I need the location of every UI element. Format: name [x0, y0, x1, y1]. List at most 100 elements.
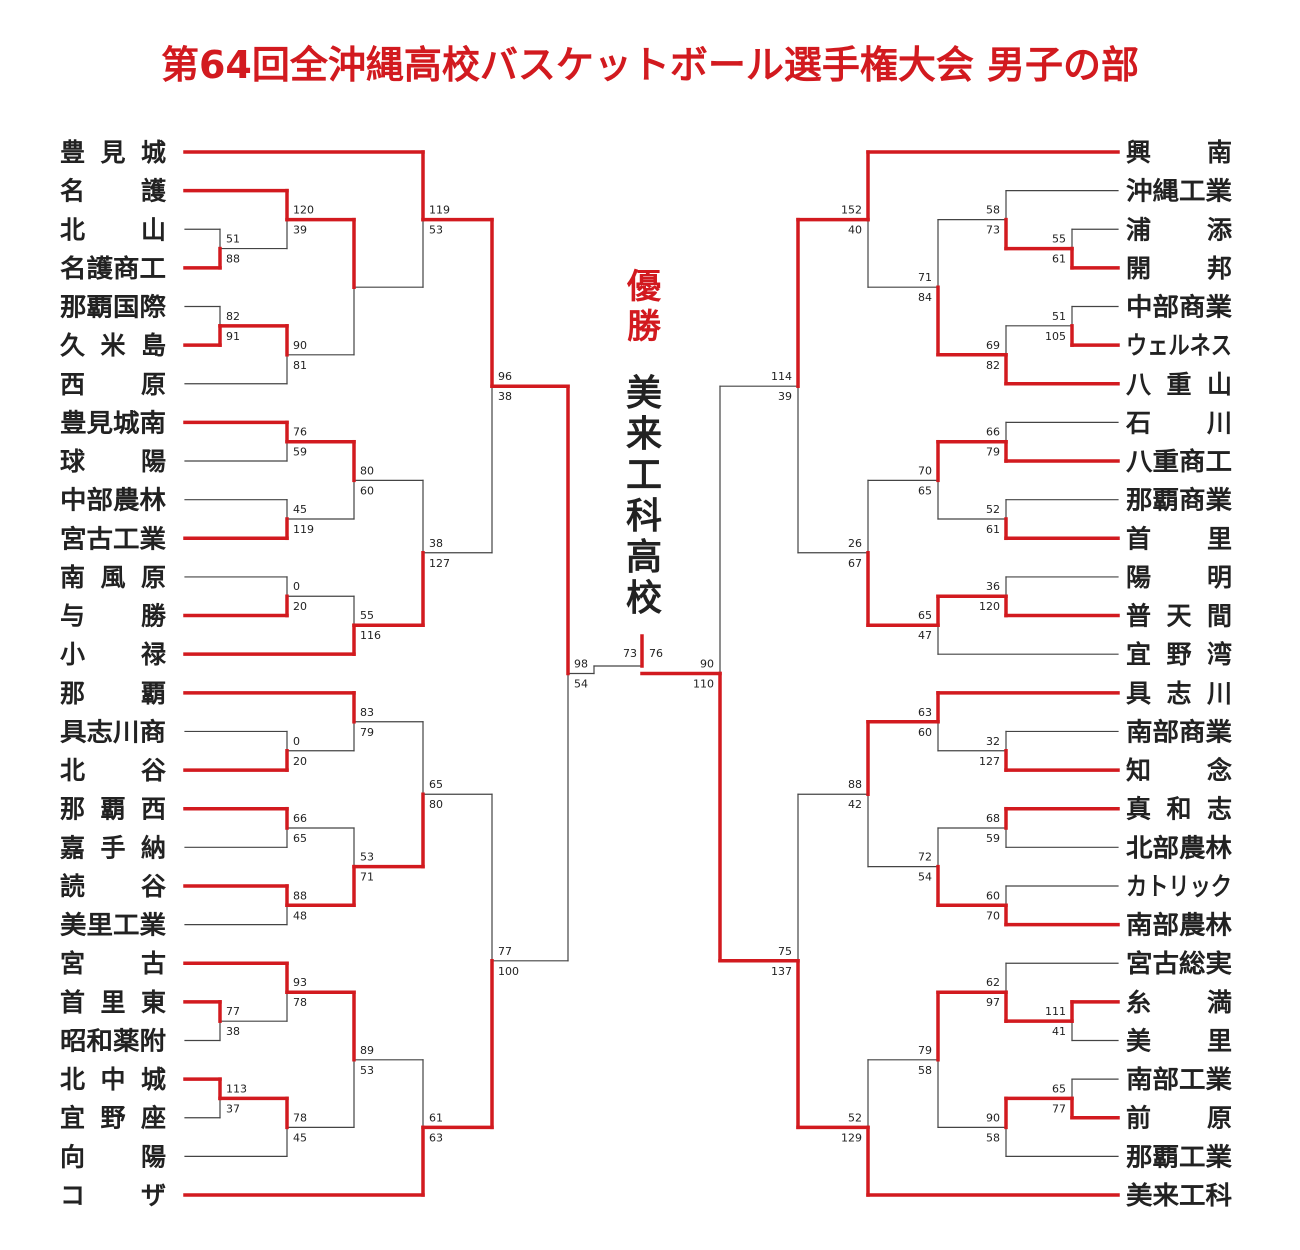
score-label: 60: [918, 726, 932, 739]
right-team-name: 北部農林: [1126, 833, 1232, 862]
score-label: 90: [700, 658, 714, 671]
score-label: 97: [986, 996, 1000, 1009]
left-team-name-char: 読: [60, 872, 85, 901]
left-team-name-char: 手: [101, 833, 126, 862]
score-label: 55: [1052, 233, 1066, 246]
score-label: 120: [979, 600, 1000, 613]
score-label: 71: [360, 871, 374, 884]
score-label: 69: [986, 339, 1000, 352]
left-team-name-char: 久: [60, 331, 85, 360]
score-label: 77: [1052, 1102, 1066, 1115]
score-label: 36: [986, 580, 1000, 593]
score-label: 82: [986, 359, 1000, 372]
left-team-name: 美里工業: [60, 911, 166, 940]
right-team-name: 那覇商業: [1126, 486, 1232, 515]
score-label: 61: [429, 1111, 443, 1124]
right-team-name-char: 野: [1167, 640, 1192, 669]
right-team-name-char: 重: [1167, 370, 1192, 399]
champion-label: 優勝: [626, 267, 662, 347]
champion-name-char: 科: [626, 496, 662, 537]
score-label: 38: [498, 390, 512, 403]
right-team-name-char: 普: [1126, 602, 1151, 631]
left-team-name-char: 陽: [141, 1142, 166, 1171]
score-label: 65: [918, 609, 932, 622]
score-label: 127: [429, 557, 450, 570]
right-team-name-char: 間: [1207, 602, 1232, 631]
score-label: 78: [293, 996, 307, 1009]
score-label: 119: [293, 523, 314, 536]
left-team-name-char: 城: [141, 1065, 166, 1094]
left-team-name: 那覇国際: [60, 293, 166, 322]
score-label: 54: [918, 871, 932, 884]
left-team-name-char: 納: [141, 833, 166, 862]
score-label: 68: [986, 812, 1000, 825]
score-label: 98: [574, 658, 588, 671]
score-label: 40: [848, 224, 862, 237]
right-team-name-char: 開: [1126, 254, 1151, 283]
champion-name-char: 校: [626, 578, 662, 619]
score-label: 88: [848, 778, 862, 791]
left-team-name-char: 谷: [141, 872, 167, 901]
right-team-name-char: 山: [1207, 370, 1232, 399]
score-label: 78: [293, 1111, 307, 1124]
page-title: 第64回全沖縄高校バスケットボール選手権大会 男子の部: [161, 43, 1139, 87]
left-team-name-char: 北: [60, 756, 85, 785]
score-label: 120: [293, 204, 314, 217]
left-team-name-char: 禄: [141, 640, 167, 669]
right-team-name-char: 真: [1126, 795, 1151, 824]
score-label: 62: [986, 976, 1000, 989]
score-label: 81: [293, 359, 307, 372]
score-label: 38: [429, 537, 443, 550]
score-label: 71: [918, 271, 932, 284]
score-label: 39: [293, 224, 307, 237]
score-label: 0: [293, 735, 300, 748]
left-team-name: 具志川商: [60, 717, 166, 746]
score-label: 111: [1045, 1005, 1066, 1018]
left-team-name-char: 城: [141, 138, 166, 167]
left-team-name-char: 野: [101, 1104, 126, 1133]
right-team-name: 沖縄工業: [1126, 177, 1232, 206]
left-team-name-char: 覇: [101, 795, 126, 824]
score-label: 51: [1052, 310, 1066, 323]
score-label: 152: [841, 204, 862, 217]
score-label: 58: [986, 1131, 1000, 1144]
score-label: 61: [1052, 253, 1066, 266]
score-label: 54: [574, 678, 588, 691]
score-label: 42: [848, 798, 862, 811]
champion-label-char: 優: [626, 267, 662, 307]
score-label: 53: [429, 224, 443, 237]
right-team-name-char: 念: [1207, 756, 1232, 785]
left-team-name-char: 宜: [60, 1104, 85, 1133]
score-label: 90: [293, 339, 307, 352]
left-team-name-char: 北: [60, 215, 85, 244]
score-label: 39: [778, 390, 792, 403]
left-team-name-char: 西: [141, 795, 166, 824]
score-label: 76: [293, 426, 307, 439]
left-team-name-char: ザ: [141, 1181, 166, 1210]
score-label: 45: [293, 1131, 307, 1144]
score-label: 59: [293, 446, 307, 459]
right-team-name: 那覇工業: [1126, 1142, 1232, 1171]
right-team-name-char: 前: [1126, 1104, 1151, 1133]
score-label: 84: [918, 291, 932, 304]
left-team-name-char: 勝: [141, 602, 167, 631]
score-label: 67: [848, 557, 862, 570]
right-team-name-char: 川: [1207, 679, 1232, 708]
right-team-name: 宮古総実: [1126, 949, 1232, 978]
right-team-name-char: 陽: [1126, 563, 1151, 592]
score-label: 79: [986, 446, 1000, 459]
score-label: 70: [918, 464, 932, 477]
score-label: 88: [293, 889, 307, 902]
score-label: 53: [360, 1064, 374, 1077]
left-team-name-char: 豊: [60, 138, 85, 167]
score-label: 72: [918, 851, 932, 864]
score-label: 63: [429, 1131, 443, 1144]
right-team-name: 中部商業: [1126, 293, 1232, 322]
score-label: 76: [649, 647, 663, 660]
right-team-name-char: 湾: [1207, 640, 1232, 669]
score-label: 45: [293, 503, 307, 516]
score-label: 96: [498, 370, 512, 383]
left-team-name-char: 西: [60, 370, 85, 399]
